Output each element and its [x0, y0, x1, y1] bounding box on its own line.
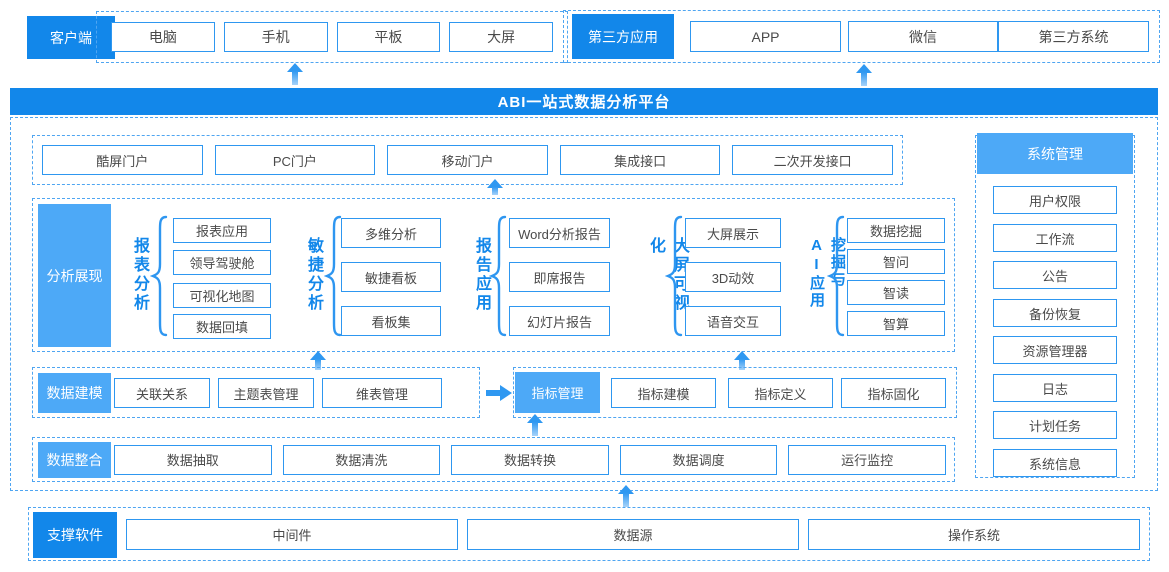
device-box: 电脑 — [111, 22, 215, 52]
support-item: 数据源 — [467, 518, 799, 550]
portal-row: 酷屏门户 PC门户 移动门户 集成接口 二次开发接口 — [32, 135, 903, 185]
modeling-item: 关联关系 — [114, 378, 210, 408]
analysis-label: 分析展现 — [38, 204, 111, 347]
indicator-item: 指标定义 — [728, 378, 833, 408]
device-box: 大屏 — [449, 22, 553, 52]
integration-item: 数据抽取 — [114, 444, 272, 475]
support-label: 支撑软件 — [33, 512, 117, 558]
analysis-item: 大屏展示 — [685, 218, 781, 248]
analysis-item: 智问 — [847, 249, 945, 274]
indicator-item: 指标建模 — [611, 378, 716, 408]
modeling-section: 数据建模 关联关系 主题表管理 维表管理 — [32, 367, 480, 418]
arrow-right-icon — [486, 385, 512, 401]
system-item: 备份恢复 — [993, 299, 1117, 327]
indicator-management-label: 指标管理 — [515, 372, 600, 413]
portal-box: 集成接口 — [559, 145, 721, 175]
arrow-up-icon — [856, 64, 872, 86]
support-section: 支撑软件 中间件 数据源 操作系统 — [28, 507, 1150, 561]
brace-icon — [827, 215, 845, 337]
analysis-item: 敏捷看板 — [341, 262, 441, 292]
indicator-item: 指标固化 — [841, 378, 946, 408]
system-item: 日志 — [993, 374, 1117, 402]
integration-item: 数据调度 — [619, 444, 778, 475]
app-box: 微信 — [848, 21, 998, 52]
system-item: 公告 — [993, 261, 1117, 289]
support-item: 中间件 — [126, 518, 458, 550]
support-item: 操作系统 — [808, 518, 1140, 550]
brace-icon — [324, 215, 342, 337]
device-box: 手机 — [223, 22, 328, 52]
analysis-item: 领导驾驶舱 — [173, 250, 271, 275]
system-item: 用户权限 — [993, 186, 1117, 214]
portal-box: 酷屏门户 — [42, 145, 203, 175]
app-box: 第三方系统 — [998, 21, 1149, 52]
analysis-item: 幻灯片报告 — [509, 306, 610, 336]
analysis-item: Word分析报告 — [509, 218, 610, 248]
system-management-header: 系统管理 — [977, 133, 1133, 174]
modeling-item: 主题表管理 — [218, 378, 314, 408]
system-item: 计划任务 — [993, 411, 1117, 439]
integration-item: 运行监控 — [788, 444, 946, 475]
arrow-up-icon — [287, 63, 303, 85]
analysis-item: 数据回填 — [173, 314, 271, 339]
third-party-container: APP 微信 第三方系统 — [563, 10, 1160, 63]
group-name: 报告应用 — [473, 237, 490, 313]
integration-section: 数据整合 数据抽取 数据清洗 数据转换 数据调度 运行监控 — [32, 437, 955, 482]
client-devices-container: 电脑 手机 平板 大屏 — [96, 11, 568, 63]
analysis-item: 智读 — [847, 280, 945, 305]
platform-container — [10, 117, 1158, 491]
system-management-panel: 系统管理 用户权限 工作流 公告 备份恢复 资源管理器 日志 计划任务 系统信息 — [975, 133, 1135, 478]
app-box: APP — [690, 21, 841, 52]
indicator-section: 指标建模 指标定义 指标固化 — [513, 367, 957, 418]
third-party-label: 第三方应用 — [572, 14, 674, 59]
analysis-item: 即席报告 — [509, 262, 610, 292]
client-label: 客户端 — [27, 16, 115, 59]
analysis-item: 报表应用 — [173, 218, 271, 243]
analysis-item: 智算 — [847, 311, 945, 336]
system-item: 系统信息 — [993, 449, 1117, 477]
brace-icon — [665, 215, 683, 337]
arrow-up-icon — [310, 351, 326, 370]
integration-label: 数据整合 — [38, 442, 111, 478]
analysis-item: 可视化地图 — [173, 283, 271, 308]
analysis-section: 分析展现 报表分析 报表应用 领导驾驶舱 可视化地图 数据回填 敏捷分析 多维分… — [32, 198, 955, 352]
portal-box: 移动门户 — [387, 145, 548, 175]
brace-icon — [150, 215, 168, 337]
modeling-item: 维表管理 — [322, 378, 442, 408]
platform-banner: ABI一站式数据分析平台 — [10, 88, 1158, 115]
arrow-up-icon — [487, 179, 503, 195]
portal-box: PC门户 — [214, 145, 376, 175]
analysis-item: 3D动效 — [685, 262, 781, 292]
system-item: 工作流 — [993, 224, 1117, 252]
system-item: 资源管理器 — [993, 336, 1117, 364]
analysis-item: 语音交互 — [685, 306, 781, 336]
analysis-item: 看板集 — [341, 306, 441, 336]
integration-item: 数据转换 — [451, 444, 609, 475]
integration-item: 数据清洗 — [282, 444, 441, 475]
portal-box: 二次开发接口 — [732, 145, 893, 175]
analysis-item: 多维分析 — [341, 218, 441, 248]
group-name: 敏捷分析 — [305, 237, 322, 313]
arrow-up-icon — [618, 485, 634, 507]
brace-icon — [489, 215, 507, 337]
device-box: 平板 — [336, 22, 441, 52]
analysis-item: 数据挖掘 — [847, 218, 945, 243]
modeling-label: 数据建模 — [38, 373, 111, 413]
arrow-up-icon — [734, 351, 750, 370]
arrow-up-icon — [527, 414, 543, 436]
group-name: 报表分析 — [131, 237, 148, 313]
